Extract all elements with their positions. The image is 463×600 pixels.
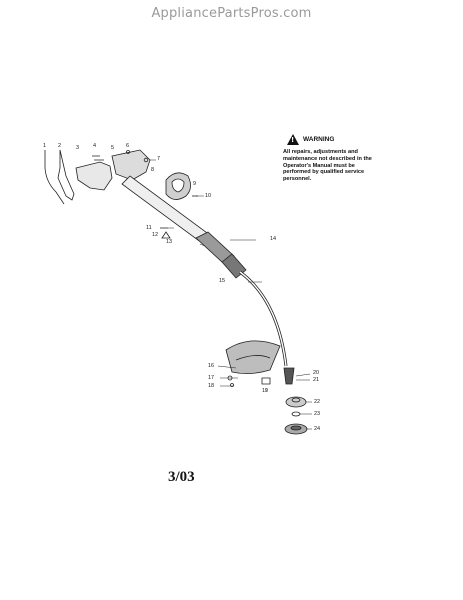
callout-1: 1 — [43, 143, 47, 149]
part-8-handle — [111, 149, 151, 181]
part-2-housing — [57, 149, 75, 201]
callout-19: 19 — [262, 388, 269, 394]
callout-21: 21 — [313, 377, 320, 383]
part-12-nut — [161, 231, 171, 239]
callout-11: 11 — [146, 225, 152, 231]
callout-20: 20 — [313, 370, 320, 376]
warning-notice: WARNING All repairs, adjustments and mai… — [283, 134, 383, 183]
part-23-washer — [291, 411, 301, 417]
part-7-screw — [143, 157, 149, 163]
callout-22: 22 — [314, 399, 321, 405]
part-20-head — [283, 367, 295, 385]
callout-13: 13 — [166, 239, 173, 245]
callout-5: 5 — [111, 145, 115, 151]
part-6-screw — [126, 150, 130, 154]
callout-18: 18 — [208, 383, 215, 389]
callout-8: 8 — [151, 167, 155, 173]
warning-triangle-icon — [287, 134, 299, 145]
part-3-handle — [75, 161, 113, 191]
callout-17: 17 — [208, 375, 215, 381]
part-1-cable — [44, 150, 65, 205]
callout-15: 15 — [219, 278, 226, 284]
warning-text: All repairs, adjustments and maintenance… — [283, 149, 372, 183]
callout-4: 4 — [93, 143, 97, 149]
warning-title: WARNING — [303, 136, 335, 143]
callout-14: 14 — [270, 236, 277, 242]
callout-23: 23 — [314, 411, 321, 417]
part-16-guard — [225, 340, 281, 374]
callout-9: 9 — [193, 181, 197, 187]
callout-24: 24 — [314, 426, 321, 432]
date-code: 3/03 — [168, 469, 195, 485]
callout-10: 10 — [205, 193, 212, 199]
callout-3: 3 — [76, 145, 80, 151]
part-18-washer — [230, 383, 234, 387]
site-watermark-title: AppliancePartsPros.com — [151, 6, 312, 21]
part-4-screws — [92, 155, 104, 161]
callout-16: 16 — [208, 363, 215, 369]
callout-6: 6 — [126, 143, 130, 149]
part-19-clamp — [261, 377, 271, 385]
callout-2: 2 — [58, 143, 62, 149]
callout-12: 12 — [152, 232, 159, 238]
callout-7: 7 — [157, 156, 161, 162]
